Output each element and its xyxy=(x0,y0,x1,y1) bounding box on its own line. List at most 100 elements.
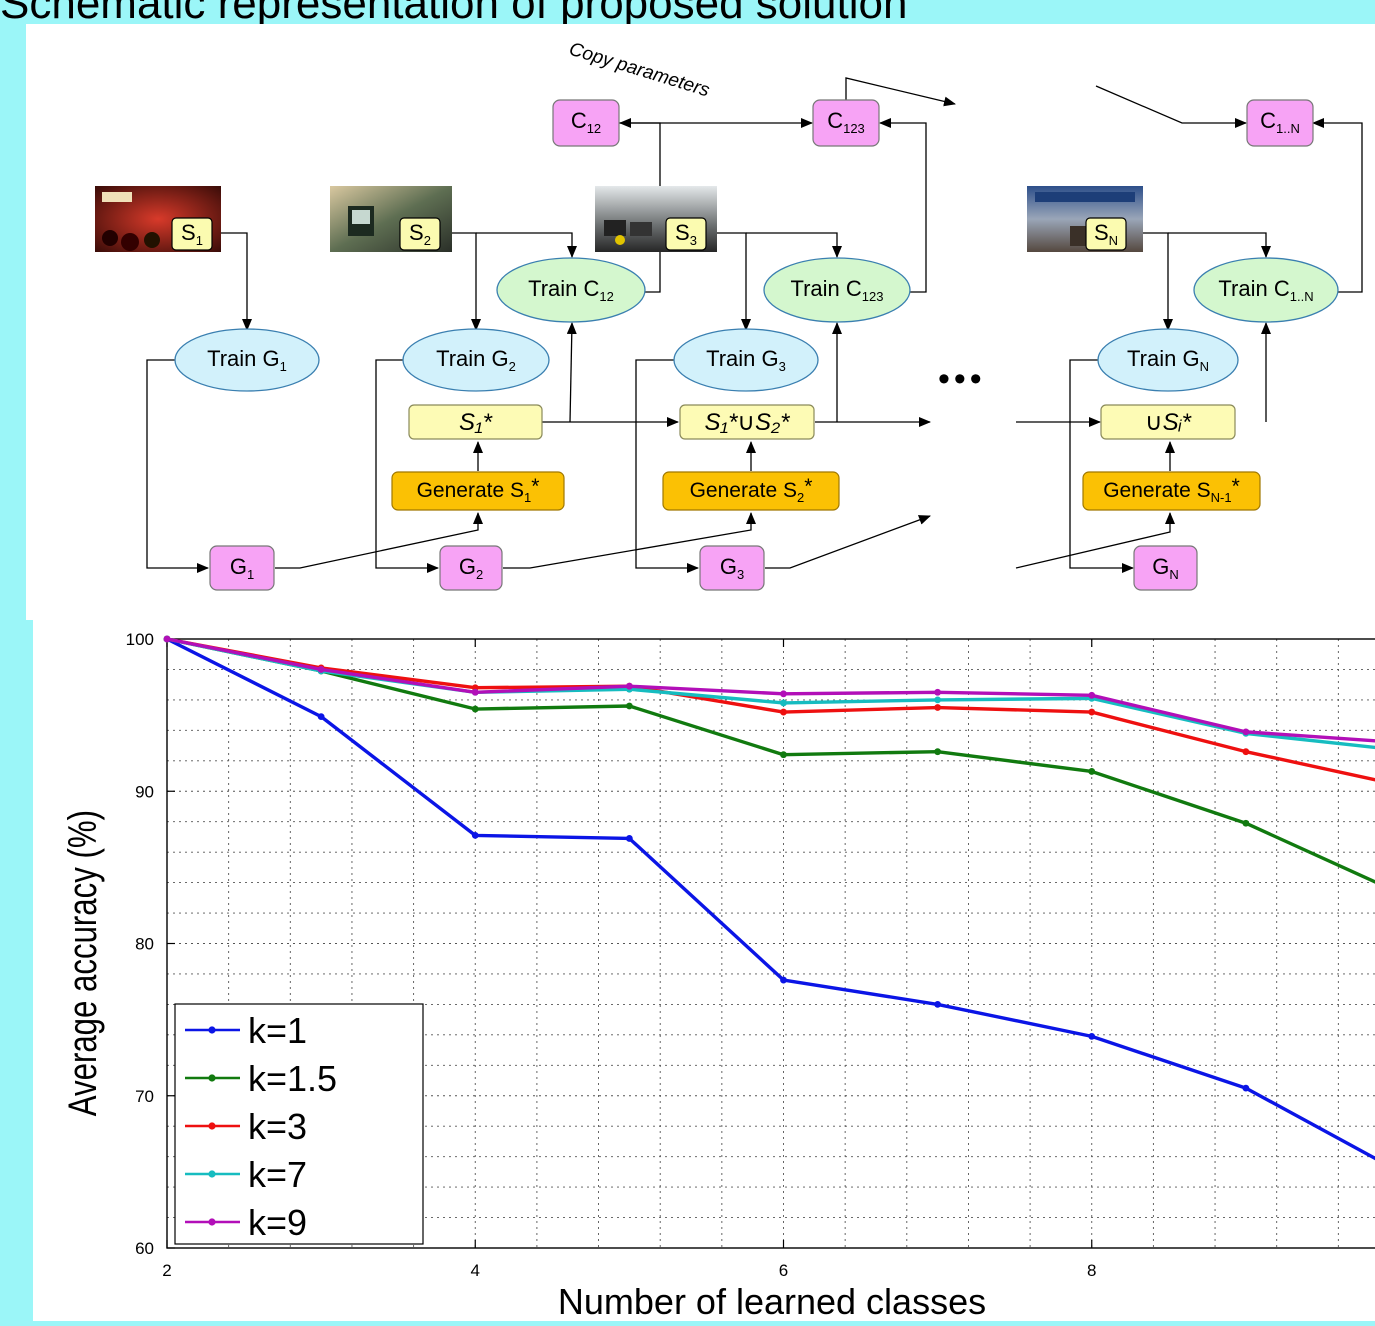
series-2 xyxy=(163,635,1375,782)
y-tick-label: 90 xyxy=(135,782,154,801)
train-generator-tg1: Train G1 xyxy=(174,328,320,392)
x-tick-label: 4 xyxy=(471,1261,480,1280)
generate-label: Generate SN-1* xyxy=(1103,475,1240,505)
star-set-ssN: ∪Sᵢ* xyxy=(1100,404,1236,440)
classifier-label: C1..N xyxy=(1260,108,1300,136)
legend-entry: k=1.5 xyxy=(185,1058,337,1099)
scene-label-s3: S3 xyxy=(665,217,707,251)
train-generator-label: Train GN xyxy=(1127,346,1209,374)
data-point xyxy=(934,688,942,696)
star-set-label: ∪Sᵢ* xyxy=(1145,409,1192,436)
data-point xyxy=(163,635,171,643)
data-point xyxy=(934,748,942,756)
accuracy-line-chart: 2468160708090100 k=1k=1.5k=3k=7k=9 Numbe… xyxy=(60,630,1375,1322)
generator-label: GN xyxy=(1152,554,1179,582)
generate-gen2: Generate S2* xyxy=(662,471,840,511)
series-line xyxy=(166,637,1375,782)
data-point xyxy=(625,702,633,710)
generator-label: G1 xyxy=(230,554,254,582)
legend-label: k=7 xyxy=(248,1154,307,1195)
data-point xyxy=(471,832,479,839)
legend-marker xyxy=(208,1122,216,1130)
generator-g1: G1 xyxy=(209,545,275,591)
train-generator-tg3: Train G3 xyxy=(673,328,819,392)
y-tick-label: 100 xyxy=(126,630,154,649)
train-classifier-label: Train C1..N xyxy=(1218,276,1313,304)
generator-label: G3 xyxy=(720,554,744,582)
y-tick-label: 80 xyxy=(135,935,154,954)
star-set-ss12: S₁*∪S₂* xyxy=(679,404,815,440)
y-tick-label: 70 xyxy=(135,1087,154,1106)
classifier-c1N: C1..N xyxy=(1246,99,1314,147)
legend-box xyxy=(174,1003,424,1245)
chart-panel: 2468160708090100 k=1k=1.5k=3k=7k=9 Numbe… xyxy=(33,620,1375,1322)
legend-marker xyxy=(208,1026,216,1034)
legend-label: k=9 xyxy=(248,1202,307,1243)
scene-label-s1: S1 xyxy=(171,217,213,251)
generator-gN: GN xyxy=(1133,545,1198,591)
legend-entry: k=3 xyxy=(185,1106,307,1147)
ellipsis-indicator: ••• xyxy=(938,360,986,398)
generate-genN: Generate SN-1* xyxy=(1082,471,1261,511)
train-generator-label: Train G3 xyxy=(706,346,786,374)
scene-label-text: SN xyxy=(1094,220,1118,248)
data-point xyxy=(934,696,942,704)
generator-g2: G2 xyxy=(439,545,503,591)
data-point xyxy=(625,835,633,842)
scene-label-text: S3 xyxy=(675,220,697,248)
train-classifier-label: Train C12 xyxy=(528,276,614,304)
scene-label-text: S2 xyxy=(409,220,431,248)
copy-parameters-label: Copy parameters xyxy=(567,39,713,102)
page-title: Schematic representation of proposed sol… xyxy=(0,0,908,26)
data-point xyxy=(1088,691,1096,699)
legend-marker xyxy=(208,1218,216,1226)
legend-entry: k=9 xyxy=(185,1202,307,1243)
star-set-ss1: S₁* xyxy=(408,404,543,440)
data-point xyxy=(1242,1084,1250,1092)
x-tick-label: 6 xyxy=(779,1261,788,1280)
y-axis-label: Average accuracy (%) xyxy=(60,810,105,1116)
legend-marker xyxy=(208,1074,216,1082)
data-point xyxy=(625,682,633,690)
scene-label-text: S1 xyxy=(181,220,203,248)
train-generator-tgN: Train GN xyxy=(1097,328,1239,392)
train-classifier-label: Train C123 xyxy=(790,276,883,304)
x-tick-label: 8 xyxy=(1087,1261,1096,1280)
classifier-c12: C12 xyxy=(552,99,620,147)
train-generator-label: Train G2 xyxy=(436,346,516,374)
data-point xyxy=(780,751,787,759)
data-point xyxy=(934,1001,942,1008)
legend-label: k=1.5 xyxy=(248,1058,337,1099)
train-generator-tg2: Train G2 xyxy=(402,328,550,392)
data-point xyxy=(471,688,479,696)
generator-g3: G3 xyxy=(699,545,765,591)
data-point xyxy=(317,713,325,721)
data-point xyxy=(1242,728,1250,736)
y-tick-label: 60 xyxy=(135,1239,154,1258)
data-point xyxy=(317,666,325,673)
data-point xyxy=(1242,819,1250,827)
generator-label: G2 xyxy=(459,554,483,582)
train-generator-label: Train G1 xyxy=(207,346,287,374)
data-point xyxy=(780,708,787,716)
data-point xyxy=(780,690,787,698)
legend-label: k=1 xyxy=(248,1010,307,1051)
series-line xyxy=(166,637,1375,743)
classifier-label: C12 xyxy=(571,108,601,136)
generate-label: Generate S1* xyxy=(417,475,540,505)
data-point xyxy=(1088,768,1096,775)
legend-marker xyxy=(208,1170,216,1178)
x-axis-label: Number of learned classes xyxy=(558,1281,986,1321)
data-point xyxy=(1242,748,1250,756)
series-4 xyxy=(163,635,1375,743)
data-point xyxy=(1088,1032,1096,1040)
legend-label: k=3 xyxy=(248,1106,307,1147)
generate-label: Generate S2* xyxy=(690,475,813,505)
scene-label-s2: S2 xyxy=(399,217,441,251)
legend-entry: k=1 xyxy=(185,1010,307,1051)
data-point xyxy=(780,699,787,707)
series-line xyxy=(166,637,1375,884)
data-point xyxy=(1088,708,1096,716)
